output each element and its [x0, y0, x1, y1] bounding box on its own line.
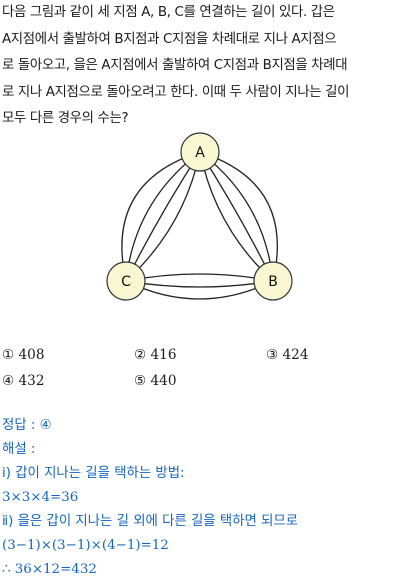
problem-line-2: A지점에서 출발하여 B지점과 C지점을 차례대로 지나 A지점으 [2, 31, 337, 47]
answer-line: 정답 : ④ [2, 418, 52, 433]
choice-4-value: 432 [18, 373, 45, 389]
node-A-circle [180, 132, 220, 172]
road-A-B-2 [199, 151, 274, 282]
step2-title: ⅱ) 을은 갑이 지나는 길 외에 다른 길을 택하면 되므로 [2, 514, 299, 529]
choice-3[interactable]: ③ 424 [266, 342, 308, 368]
road-A-C-4 [121, 151, 201, 282]
road-A-B-3 [199, 151, 274, 282]
solution-heading: 해설 : [2, 442, 36, 457]
step2-math: (3−1)×(3−1)×(4−1)=12 [2, 538, 169, 553]
choice-5-value: 440 [150, 373, 177, 389]
node-A: A [180, 132, 220, 172]
road-A-B-4 [199, 151, 278, 282]
problem-line-5: 모두 다른 경우의 수는? [2, 111, 129, 126]
route-diagram: A B C [106, 132, 293, 301]
node-B: B [253, 261, 293, 301]
problem-text: 다음 그림과 같이 세 지점 A, B, C를 연결하는 길이 있다. 갑은 A… [2, 0, 398, 133]
step1-math: 3×3×4=36 [2, 490, 79, 505]
road-B-C-2 [125, 280, 274, 288]
node-B-circle [253, 261, 293, 301]
choice-2-value: 416 [150, 347, 177, 363]
problem-line-4: 로 지나 A지점으로 돌아오려고 한다. 이때 두 사람이 지나는 길이 [2, 84, 350, 100]
choice-1-value: 408 [18, 347, 45, 363]
choice-3-value: 424 [282, 347, 309, 363]
road-A-C-1 [125, 151, 201, 282]
choice-1[interactable]: ① 408 [2, 342, 44, 368]
node-B-label: B [268, 274, 278, 290]
road-A-B-1 [199, 151, 274, 282]
node-C: C [106, 261, 146, 301]
problem-line-3: 로 돌아오고, 을은 A지점에서 출발하여 C지점과 B지점을 차례대 [2, 58, 348, 73]
choice-2-mark: ② [134, 347, 147, 363]
step1-title: ⅰ) 갑이 지나는 길을 택하는 방법: [2, 466, 185, 481]
node-C-circle [106, 261, 146, 301]
choice-1-mark: ① [2, 347, 15, 363]
choice-4[interactable]: ④ 432 [2, 368, 44, 394]
road-A-C-3 [125, 151, 201, 282]
problem-line-1: 다음 그림과 같이 세 지점 A, B, C를 연결하는 길이 있다. 갑은 [2, 5, 335, 20]
choice-4-mark: ④ [2, 373, 15, 389]
choice-3-mark: ③ [266, 347, 279, 363]
conclusion-line: ∴ 36×12=432 [2, 562, 97, 577]
diagram-nodes: A B C [106, 132, 293, 301]
node-C-label: C [121, 274, 131, 290]
road-B-C-1 [125, 273, 274, 282]
choice-5-mark: ⑤ [134, 373, 147, 389]
road-A-C-2 [125, 151, 201, 282]
node-A-label: A [195, 145, 205, 161]
choice-5[interactable]: ⑤ 440 [134, 368, 176, 394]
choice-2[interactable]: ② 416 [134, 342, 176, 368]
